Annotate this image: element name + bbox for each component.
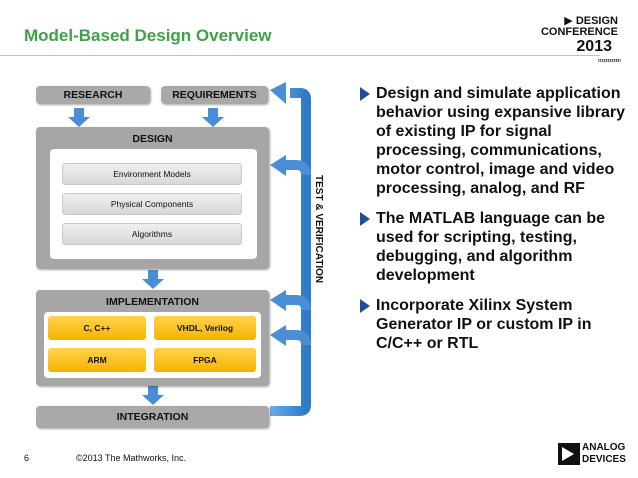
bullet-arrow-icon xyxy=(360,299,370,313)
verification-loop xyxy=(270,88,311,416)
research-box: RESEARCH xyxy=(36,86,150,104)
logo-decoration: ᵒᵒᵒᵒᵒᵒᵒᵒᵒᵒᵒ xyxy=(597,57,621,66)
bullet-text: Design and simulate application behavior… xyxy=(376,85,625,197)
bullet-arrow-icon xyxy=(360,212,370,226)
implementation-label: IMPLEMENTATION xyxy=(106,296,199,308)
logo-line-2: CONFERENCE xyxy=(540,26,618,38)
implementation-targets: C, C++ VHDL, Verilog ARM FPGA xyxy=(44,312,261,378)
design-item: Physical Components xyxy=(62,193,242,215)
bullet-text: The MATLAB language can be used for scri… xyxy=(376,210,606,284)
integration-box: INTEGRATION xyxy=(36,406,269,428)
title-divider xyxy=(0,55,600,56)
bullet-item: The MATLAB language can be used for scri… xyxy=(358,209,636,285)
bullet-list: Design and simulate application behavior… xyxy=(358,84,636,364)
test-verification-label: TEST & VERIFICATION xyxy=(311,175,325,315)
company-line-1: ANALOG xyxy=(582,442,626,453)
analog-devices-logo: ANALOG DEVICES xyxy=(558,440,630,470)
impl-item: C, C++ xyxy=(48,316,146,340)
bullet-item: Incorporate Xilinx System Generator IP o… xyxy=(358,296,636,353)
design-label: DESIGN xyxy=(132,133,173,145)
slide-title: Model-Based Design Overview xyxy=(24,26,272,45)
design-conference-logo: ▶ DESIGN CONFERENCE 2013 ᵒᵒᵒᵒᵒᵒᵒᵒᵒᵒᵒ xyxy=(520,10,630,72)
copyright: ©2013 The Mathworks, Inc. xyxy=(76,453,187,463)
requirements-box: REQUIREMENTS xyxy=(161,86,268,104)
test-verification-text: TEST & VERIFICATION xyxy=(313,175,324,284)
page-number: 6 xyxy=(24,453,30,463)
impl-item: VHDL, Verilog xyxy=(154,316,256,340)
impl-item: FPGA xyxy=(154,348,256,372)
design-item: Algorithms xyxy=(62,223,242,245)
design-box: DESIGN Environment Models Physical Compo… xyxy=(36,127,269,269)
impl-item: ARM xyxy=(48,348,146,372)
design-components: Environment Models Physical Components A… xyxy=(50,149,257,259)
company-line-2: DEVICES xyxy=(582,454,626,465)
implementation-box: IMPLEMENTATION C, C++ VHDL, Verilog ARM … xyxy=(36,290,269,386)
design-item: Environment Models xyxy=(62,163,242,185)
down-arrows xyxy=(68,108,224,405)
analog-devices-mark-icon xyxy=(558,443,580,465)
bullet-text: Incorporate Xilinx System Generator IP o… xyxy=(376,297,592,352)
logo-year: 2013 xyxy=(576,38,612,55)
logo-line-1: ▶ DESIGN xyxy=(564,15,618,27)
bullet-item: Design and simulate application behavior… xyxy=(358,84,636,198)
bullet-arrow-icon xyxy=(360,87,370,101)
